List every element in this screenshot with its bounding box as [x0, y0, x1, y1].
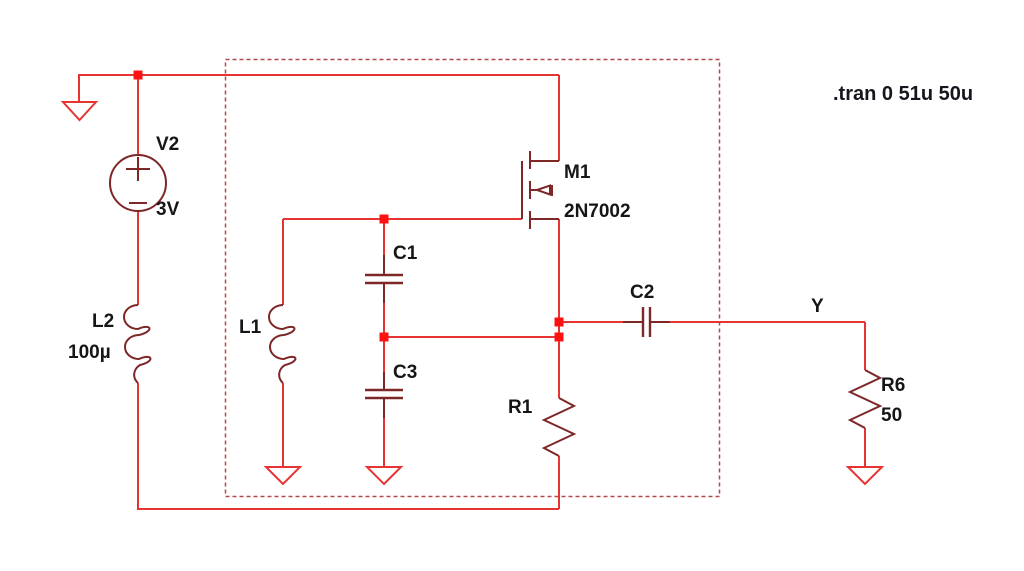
component-ref-c1[interactable]: C1 — [393, 243, 418, 264]
component-ref-l1[interactable]: L1 — [239, 317, 262, 338]
c1-symbol[interactable] — [365, 255, 403, 303]
junction-dot — [554, 317, 564, 327]
r6-symbol[interactable] — [847, 369, 883, 429]
component-ref-r6[interactable]: R6 — [881, 375, 906, 396]
junction-dot — [554, 332, 564, 342]
component-ref-l2[interactable]: L2 — [92, 311, 115, 332]
plus-icon — [126, 157, 150, 181]
spice-directive[interactable]: .tran 0 51u 50u — [833, 83, 974, 105]
wire-bottom-rail[interactable] — [137, 383, 559, 510]
l2-symbol[interactable] — [123, 304, 152, 384]
junction-dot — [379, 214, 389, 224]
wire-top-ground-lead[interactable] — [78, 74, 138, 102]
ground-icon-top-left[interactable] — [60, 101, 99, 122]
net-label-y[interactable]: Y — [811, 296, 824, 317]
wires[interactable] — [78, 74, 866, 510]
m1-symbol[interactable] — [521, 151, 559, 229]
c2-symbol[interactable] — [623, 307, 670, 337]
dotted-boundary-box — [224, 58, 721, 498]
ground-icon-l1[interactable] — [263, 466, 303, 486]
c3-symbol[interactable] — [365, 372, 403, 418]
component-value-m1[interactable]: 2N7002 — [564, 201, 631, 222]
component-value-l2[interactable]: 100µ — [68, 342, 111, 363]
component-value-r6[interactable]: 50 — [881, 405, 903, 426]
l1-symbol[interactable] — [268, 304, 297, 384]
component-value-v2[interactable]: 3V — [156, 199, 180, 220]
component-ref-r1[interactable]: R1 — [508, 397, 533, 418]
component-ref-c2[interactable]: C2 — [630, 282, 655, 303]
r1-symbol[interactable] — [541, 397, 577, 457]
ground-icon-c3[interactable] — [364, 466, 404, 486]
junction-dot — [379, 332, 389, 342]
ground-icon-r6[interactable] — [845, 466, 885, 486]
component-ref-v2[interactable]: V2 — [156, 134, 180, 155]
component-ref-m1[interactable]: M1 — [564, 162, 591, 183]
component-ref-c3[interactable]: C3 — [393, 362, 418, 383]
v2-symbol[interactable] — [109, 154, 167, 212]
mosfet-arrow-icon — [533, 184, 551, 196]
junction-dot — [133, 70, 143, 80]
